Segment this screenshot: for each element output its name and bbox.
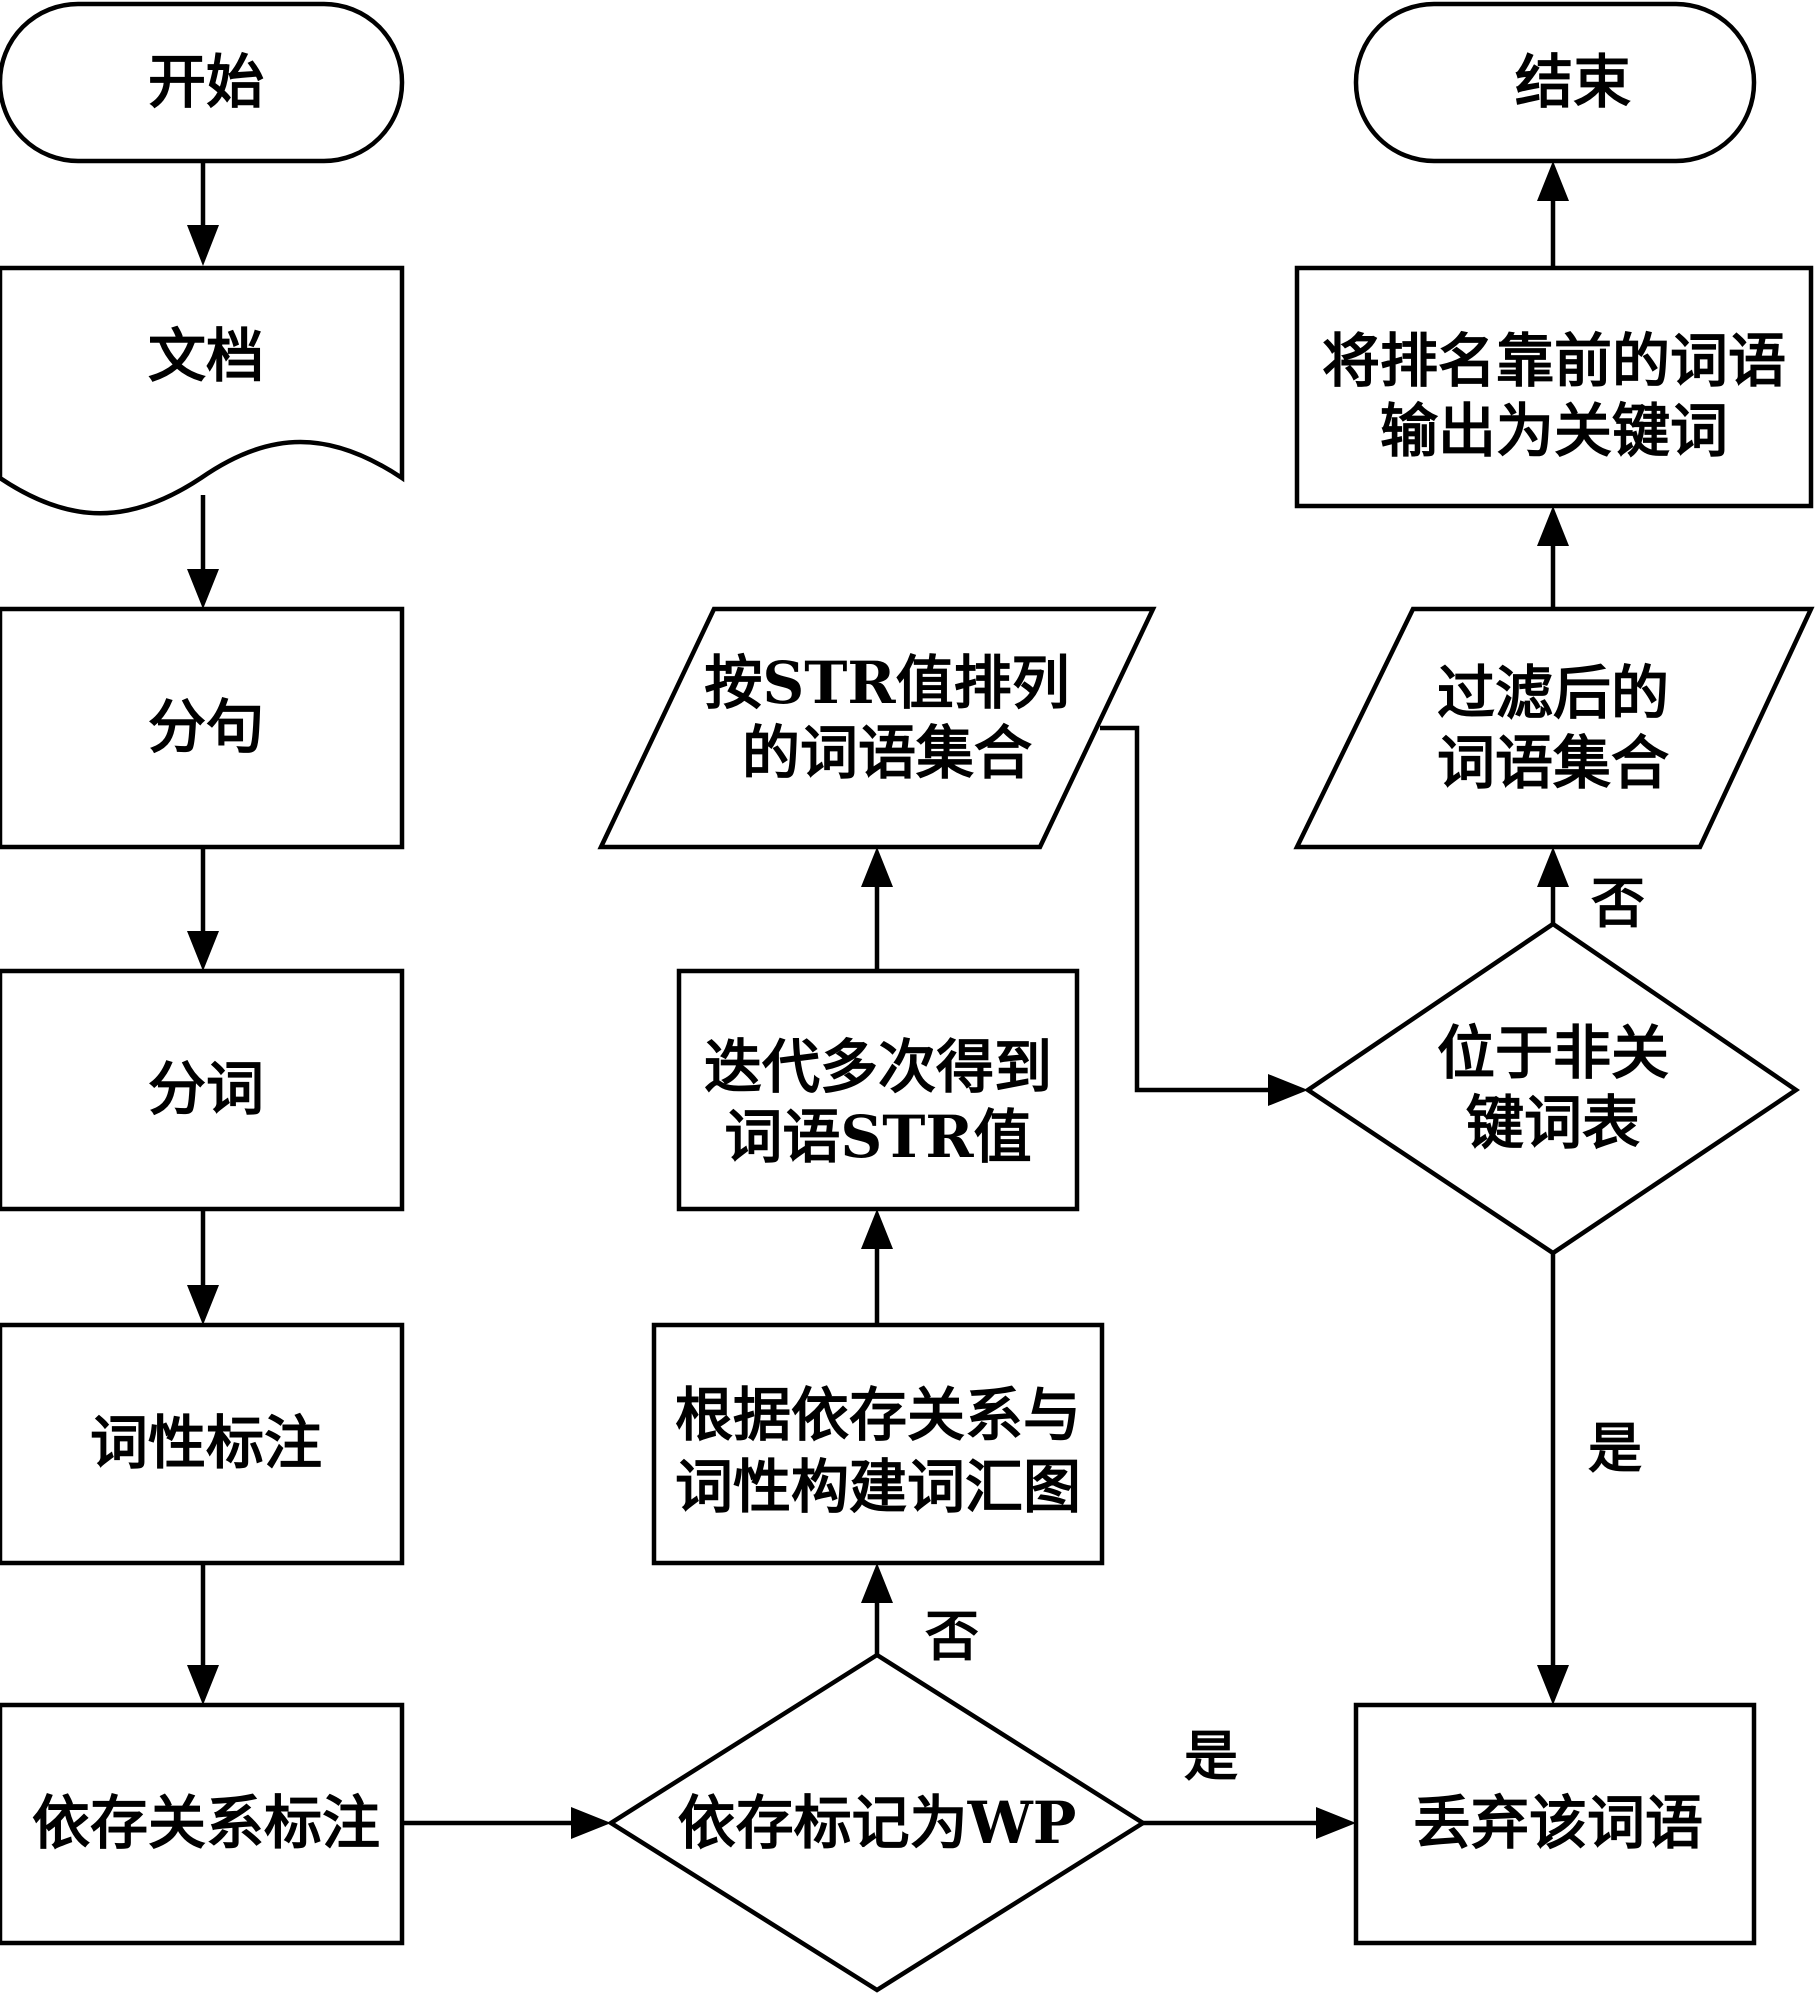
- end-label: 结束: [1515, 48, 1631, 116]
- build-graph-node: 根据依存关系与 词性构建词汇图: [651, 1322, 1105, 1566]
- arrowhead-icon: [1537, 1665, 1569, 1705]
- arrowhead-icon: [861, 1209, 893, 1249]
- arrowhead-icon: [187, 569, 219, 609]
- document-label: 文档: [148, 322, 264, 390]
- edge-label-wp-yes: 是: [1184, 1724, 1238, 1788]
- iterate-str-node: 迭代多次得到 词语STR值: [676, 968, 1080, 1212]
- arrowhead-icon: [861, 1563, 893, 1603]
- in-stoplist-decision: 位于非关 键词表: [1303, 921, 1801, 1256]
- arrowhead-icon: [1537, 847, 1569, 887]
- sentence-split-label: 分句: [148, 693, 264, 761]
- end-node: 结束: [1353, 1, 1757, 164]
- arrowhead-icon: [187, 225, 219, 266]
- output-keywords-label-1: 将排名靠前的词语: [1322, 327, 1786, 395]
- discard-label: 丢弃该词语: [1413, 1789, 1703, 1857]
- word-seg-label: 分词: [148, 1055, 264, 1123]
- sentence-split-node: 分句: [0, 606, 405, 850]
- sorted-set-label-1: 按STR值排列: [704, 649, 1069, 717]
- arrowhead-icon: [187, 931, 219, 971]
- dep-is-wp-decision: 依存标记为WP: [606, 1652, 1148, 1993]
- in-stoplist-label-1: 位于非关: [1437, 1019, 1669, 1087]
- word-seg-node: 分词: [0, 968, 405, 1212]
- pos-tag-label: 词性标注: [90, 1409, 322, 1477]
- dep-tag-label: 依存关系标注: [32, 1789, 380, 1857]
- dep-tag-node: 依存关系标注: [0, 1702, 405, 1946]
- start-label: 开始: [148, 48, 264, 116]
- discard-node: 丢弃该词语: [1353, 1702, 1757, 1946]
- edge-label-wp-no: 否: [925, 1604, 979, 1668]
- filtered-set-node: 过滤后的 词语集合: [1293, 606, 1815, 850]
- arrowhead-icon: [187, 1285, 219, 1325]
- start-node: 开始: [0, 1, 405, 164]
- arrowhead-icon: [187, 1665, 219, 1705]
- build-graph-label-2: 词性构建词汇图: [675, 1453, 1081, 1521]
- sorted-set-label-2: 的词语集合: [742, 719, 1032, 787]
- in-stoplist-label-2: 键词表: [1466, 1089, 1640, 1157]
- iterate-str-label-2: 词语STR值: [724, 1103, 1031, 1171]
- edge-label-stop-no: 否: [1591, 871, 1645, 935]
- filtered-set-label-1: 过滤后的: [1437, 659, 1669, 727]
- iterate-str-label-1: 迭代多次得到: [704, 1033, 1052, 1101]
- build-graph-label-1: 根据依存关系与: [675, 1381, 1081, 1449]
- sorted-set-node: 按STR值排列 的词语集合: [597, 606, 1157, 850]
- arrowhead-icon: [1316, 1807, 1356, 1839]
- edge-label-stop-yes: 是: [1588, 1416, 1642, 1480]
- edges: [187, 161, 1569, 1839]
- filtered-set-label-2: 词语集合: [1437, 729, 1669, 797]
- document-node: 文档: [0, 265, 405, 516]
- arrowhead-icon: [1537, 506, 1569, 546]
- pos-tag-node: 词性标注: [0, 1322, 405, 1566]
- dep-is-wp-label: 依存标记为WP: [678, 1789, 1077, 1857]
- arrowhead-icon: [1537, 161, 1569, 201]
- output-keywords-label-2: 输出为关键词: [1380, 397, 1728, 465]
- arrowhead-icon: [571, 1807, 611, 1839]
- arrowhead-icon: [861, 847, 893, 887]
- edge-sorted-stoplist: [1100, 725, 1271, 1093]
- output-keywords-node: 将排名靠前的词语 输出为关键词: [1294, 265, 1814, 509]
- arrowhead-icon: [1268, 1074, 1308, 1106]
